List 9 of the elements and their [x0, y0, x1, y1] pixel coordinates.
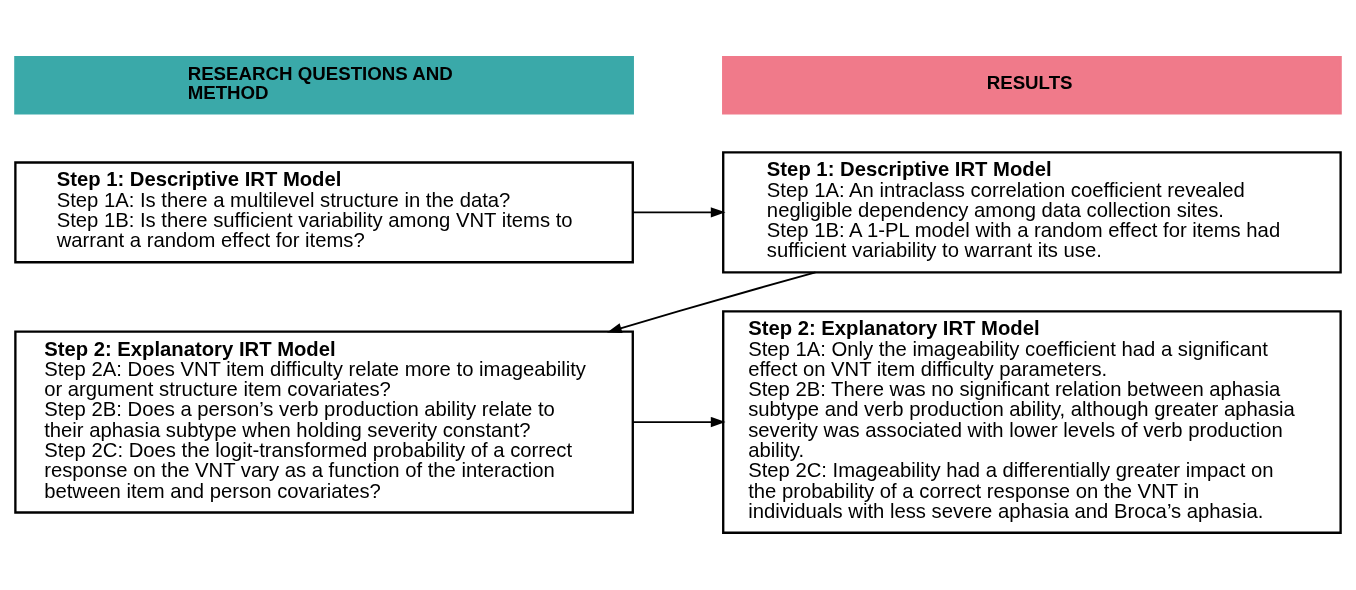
arrow — [632, 416, 726, 428]
node-box: Step 2: Explanatory IRT Model Step 1A: Only the imageability coefficient had a significant effect on VNT item difficulty parameters. Step 2B: There was no significant relation between aphasia subtype and verb production ability, although greater aphasia severity was associated with lower levels of verb production ability. Step 2C: Imageability had a differentially greater impact on the probability of a correct response on the VNT in individuals with less severe aphasia and Broca’s aphasia. — [722, 310, 1342, 534]
node-box: RESEARCH QUESTIONS AND METHOD — [14, 56, 634, 115]
node-box: Step 2: Explanatory IRT Model Step 2A: Does VNT item difficulty relate more to imageability or argument structure item covariates? Step 2B: Does a person’s verb production ability relate to their aphasia subtype when holding severity constant? Step 2C: Does the logit-transformed probability of a correct response on the VNT vary as a function of the interaction between item and person covariates? — [14, 330, 634, 514]
arrow — [607, 271, 817, 334]
node-box: Step 1: Descriptive IRT Model Step 1A: Is there a multilevel structure in the data? Step 1B: Is there sufficient variability among VNT items to warrant a random effect for items? — [14, 161, 634, 264]
arrow — [632, 207, 726, 218]
node-box: RESULTS — [722, 56, 1342, 115]
node-box: Step 1: Descriptive IRT Model Step 1A: An intraclass correlation coefficient revealed negligible dependency among data collection sites. Step 1B: A 1-PL model with a random effect for items had sufficient variability to warrant its use. — [722, 151, 1342, 274]
